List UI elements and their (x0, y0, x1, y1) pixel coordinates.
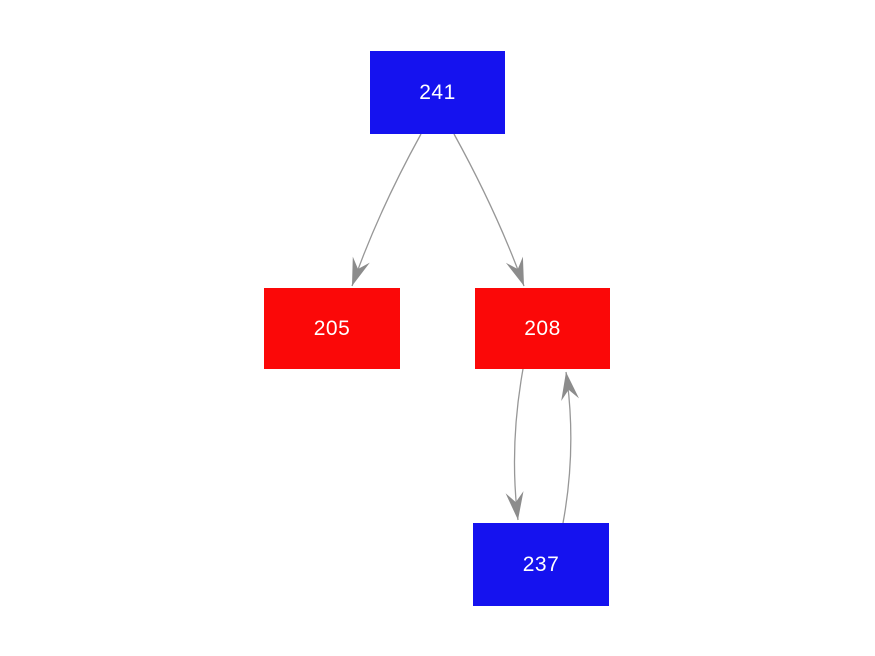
arrowhead-237-208 (561, 372, 579, 401)
arrowhead-241-208 (505, 256, 524, 286)
node-241-label: 241 (419, 80, 456, 104)
arrowhead-208-237 (505, 491, 524, 520)
node-208-label: 208 (524, 316, 561, 340)
node-205: 205 (264, 288, 400, 369)
edge-241-208 (453, 133, 525, 287)
arrowhead-241-205 (352, 256, 370, 286)
node-205-label: 205 (313, 316, 351, 340)
edge-241-205 (351, 133, 422, 287)
node-241: 241 (370, 51, 505, 134)
node-208: 208 (475, 288, 610, 369)
node-237: 237 (473, 523, 609, 606)
node-237-label: 237 (522, 552, 560, 576)
